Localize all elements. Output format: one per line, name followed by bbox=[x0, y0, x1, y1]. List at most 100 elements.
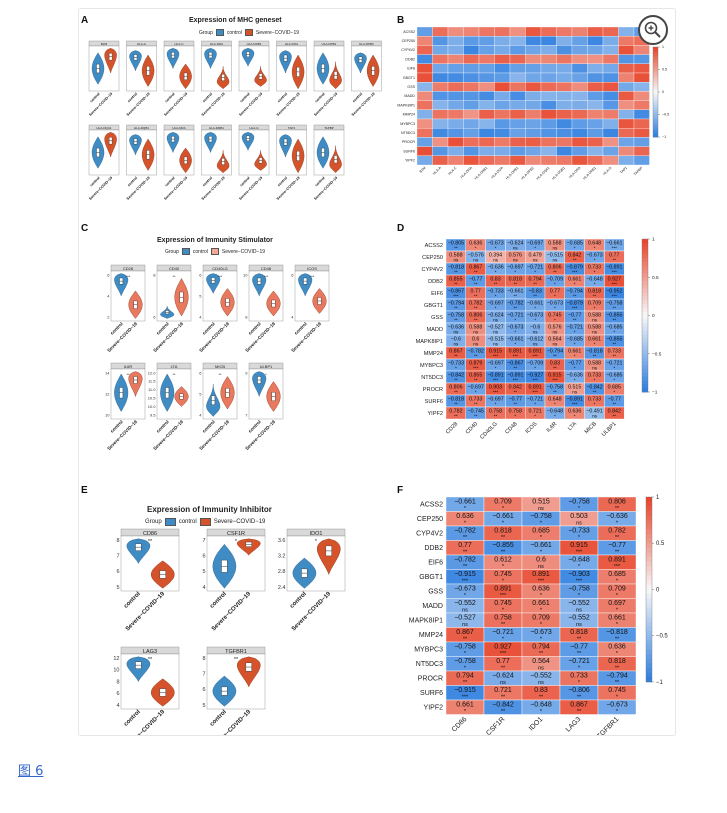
heatmap-cell-value: −0.818 bbox=[448, 396, 464, 402]
heatmap-cell-significance: *** bbox=[493, 390, 499, 395]
facet-title: ICOS bbox=[307, 266, 317, 271]
y-tick-label: 6 bbox=[116, 691, 119, 697]
heatmap-cell-value: 0.636 bbox=[568, 408, 581, 414]
heatmap-cell-value: 0.915 bbox=[548, 372, 561, 378]
x-label-control: control bbox=[277, 176, 288, 187]
heatmap-cell-value: −0.673 bbox=[454, 586, 476, 593]
heatmap-cell: 0.661* bbox=[521, 598, 561, 613]
heatmap-cell bbox=[633, 109, 650, 120]
heatmap-cell bbox=[432, 26, 449, 37]
heatmap-cell-value: 0.733 bbox=[588, 372, 601, 378]
heatmap-cell: −0.697* bbox=[505, 262, 526, 276]
heatmap-cell-significance: ** bbox=[463, 535, 468, 541]
heatmap-cell bbox=[509, 118, 526, 129]
heatmap-cell bbox=[463, 54, 480, 64]
heatmap-cell: −0.867** bbox=[505, 358, 526, 372]
heatmap-cell: −0.685* bbox=[564, 238, 585, 252]
heatmap-cell: 0.745* bbox=[544, 310, 565, 324]
heatmap-cell: −0.77** bbox=[559, 641, 599, 657]
heatmap-cell-value: −0.842 bbox=[586, 384, 602, 390]
heatmap-cell bbox=[602, 82, 619, 92]
heatmap-col-label: ULBP1 bbox=[601, 421, 618, 438]
heatmap-cell: −0.867*** bbox=[445, 286, 466, 300]
colorbar-step bbox=[642, 376, 648, 381]
heatmap-cell bbox=[509, 63, 526, 74]
heatmap-col-label: HLA-DRA bbox=[460, 165, 474, 179]
heatmap-cell-value: −0.515 bbox=[547, 252, 563, 258]
zoom-in-button[interactable] bbox=[638, 15, 668, 45]
heatmap-cell-significance: ns bbox=[513, 246, 519, 251]
heatmap-cell-significance: *** bbox=[500, 651, 507, 657]
heatmap-cell-significance: * bbox=[514, 330, 516, 335]
heatmap-cell bbox=[618, 91, 635, 101]
y-tick-label: 14 bbox=[105, 370, 110, 375]
heatmap-cell bbox=[633, 82, 650, 92]
heatmap-col-label: HLA-DRB1 bbox=[474, 166, 489, 181]
heatmap-cell: 0.855** bbox=[445, 274, 466, 288]
facet-title: HLA-DPB2 bbox=[359, 42, 374, 46]
heatmap-cell-value: 0.77 bbox=[458, 542, 472, 549]
heatmap-cell-significance: *** bbox=[462, 578, 469, 584]
facet-title: HLA-DRB1 bbox=[209, 126, 224, 130]
heatmap-cell-significance: ns bbox=[493, 318, 499, 323]
heatmap-cell-significance: *** bbox=[532, 378, 538, 383]
heatmap-cell bbox=[416, 72, 433, 83]
y-tick-label: 12 bbox=[105, 391, 110, 396]
heatmap-cell-significance: ** bbox=[615, 549, 620, 555]
colorbar-step bbox=[642, 311, 648, 316]
colorbar-step bbox=[646, 654, 652, 660]
colorbar-step bbox=[653, 78, 658, 82]
violin-severe bbox=[236, 538, 261, 556]
heatmap-cell bbox=[509, 26, 526, 37]
heatmap-cell-value: −0.552 bbox=[568, 615, 590, 622]
heatmap-cell-value: −0.77 bbox=[568, 360, 581, 366]
heatmap-cell-significance: * bbox=[574, 342, 576, 347]
heatmap-cell bbox=[478, 91, 495, 101]
violin-severe bbox=[104, 48, 117, 74]
y-tick-label: 8 bbox=[153, 272, 156, 277]
x-label-control: control bbox=[352, 92, 363, 103]
colorbar-step bbox=[642, 269, 648, 274]
heatmap-cell-value: −0.697 bbox=[487, 396, 503, 402]
heatmap-cell-value: −0.77 bbox=[568, 312, 581, 318]
x-label-severe: Severe−COVID−19 bbox=[163, 176, 188, 201]
heatmap-cell-value: −0.636 bbox=[448, 324, 464, 330]
heatmap-cell-value: −0.661 bbox=[507, 288, 523, 294]
heatmap-col-label: HLA-G bbox=[602, 166, 612, 176]
figure-caption-link[interactable]: 图 6 bbox=[18, 764, 44, 779]
heatmap-cell: −0.6ns bbox=[524, 322, 546, 336]
heatmap-cell-significance: * bbox=[502, 520, 505, 526]
heatmap-cell-fill bbox=[597, 699, 637, 715]
facet-title: CD40LG bbox=[212, 266, 228, 271]
x-label-control: control bbox=[209, 709, 228, 728]
heatmap-cell bbox=[602, 72, 619, 83]
heatmap-cell bbox=[602, 128, 619, 138]
heatmap-cell-significance: ** bbox=[454, 378, 458, 383]
colorbar-step bbox=[642, 342, 648, 347]
heatmap-cell bbox=[525, 109, 542, 120]
heatmap-row-label: CYP4V2 bbox=[422, 267, 443, 273]
heatmap-cell: −0.721* bbox=[505, 310, 526, 324]
colorbar-step bbox=[653, 123, 658, 127]
heatmap-cell bbox=[633, 155, 650, 166]
heatmap-cell-significance: * bbox=[464, 665, 467, 671]
heatmap-cell-significance: * bbox=[540, 636, 543, 642]
heatmap-cell-significance: *** bbox=[500, 593, 507, 599]
colorbar-step bbox=[646, 533, 652, 539]
heatmap-cell: 0.867** bbox=[445, 627, 485, 642]
heatmap-cell bbox=[540, 82, 557, 92]
heatmap-cell-significance: * bbox=[554, 318, 556, 323]
heatmap-cell bbox=[540, 118, 557, 129]
heatmap-cell: −0.673* bbox=[597, 699, 637, 715]
heatmap-cell bbox=[494, 155, 511, 166]
colorbar-step bbox=[653, 89, 658, 93]
heatmap-cell-value: 0.818 bbox=[588, 288, 601, 294]
